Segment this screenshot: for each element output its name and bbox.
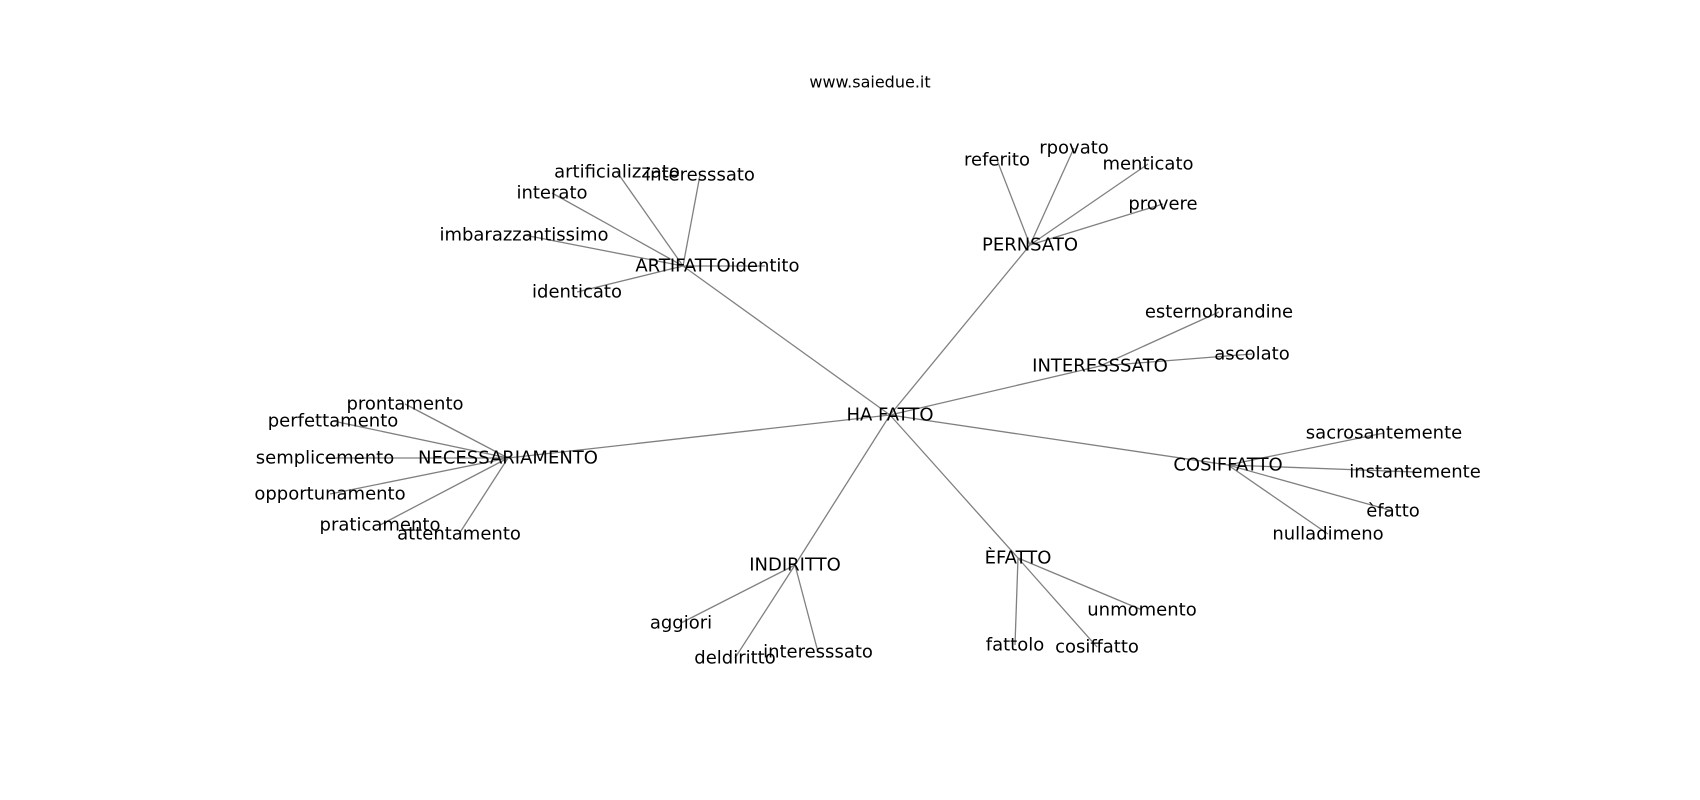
edge-indiritto-to-deldiritto bbox=[734, 564, 796, 659]
edge-interesssato-to-ascolato bbox=[1099, 353, 1253, 367]
edge-artifatto-to-identicato bbox=[576, 265, 684, 293]
edge-artifatto-to-artificializzato bbox=[616, 171, 684, 267]
leaf-node-aggiori: aggiori bbox=[650, 613, 712, 634]
hub-node-efatto: ÈFATTO bbox=[985, 547, 1052, 569]
leaf-node-efatto: èfatto bbox=[1366, 501, 1420, 522]
diagram-title: www.saiedue.it bbox=[809, 73, 930, 92]
edge-artifatto-to-imbarazzantissimo bbox=[523, 234, 684, 267]
edge-efatto-to-unmomento bbox=[1017, 557, 1143, 611]
edge-pernsato-to-provere bbox=[1029, 203, 1164, 246]
edge-pernsato-to-menticato bbox=[1029, 163, 1149, 246]
edge-efatto-to-fattolo bbox=[1014, 557, 1019, 646]
edge-center-to-cosiffatto bbox=[889, 414, 1229, 466]
leaf-node-deldiritto: deldiritto bbox=[694, 648, 775, 669]
leaf-node-identicato: identicato bbox=[532, 282, 622, 303]
hub-node-cosiffatto: COSIFFATTO bbox=[1173, 455, 1282, 476]
edge-center-to-artifatto bbox=[682, 265, 891, 416]
leaf-node-sacrosantemente: sacrosantemente bbox=[1306, 423, 1462, 444]
leaf-node-interesssato: interesssato bbox=[763, 642, 873, 663]
leaf-node-interato: interato bbox=[516, 183, 587, 204]
leaf-node-interesssato: interesssato bbox=[645, 165, 755, 186]
edge-interesssato-to-esternobrandine bbox=[1099, 311, 1220, 367]
leaf-node-referito: referito bbox=[964, 150, 1030, 171]
edge-pernsato-to-referito bbox=[996, 159, 1031, 246]
leaf-node-praticamento: praticamento bbox=[320, 515, 441, 536]
edge-artifatto-to-interato bbox=[551, 192, 684, 267]
leaf-node-unmomento: unmomento bbox=[1087, 600, 1196, 621]
hub-node-interesssato: INTERESSSATO bbox=[1032, 356, 1168, 377]
edge-cosiffatto-to-instantemente bbox=[1227, 464, 1416, 473]
hub-node-pernsato: PERNSATO bbox=[982, 235, 1078, 256]
leaf-node-perfettamento: perfettamento bbox=[268, 411, 399, 432]
leaf-node-instantemente: instantemente bbox=[1349, 462, 1481, 483]
edge-necessariamento-to-prontamento bbox=[404, 403, 509, 459]
hub-node-indiritto: INDIRITTO bbox=[749, 555, 841, 576]
edge-efatto-to-cosiffatto bbox=[1017, 557, 1098, 648]
edge-indiritto-to-interesssato bbox=[794, 564, 819, 653]
leaf-node-opportunamento: opportunamento bbox=[254, 484, 405, 505]
edge-pernsato-to-rpovato bbox=[1029, 147, 1075, 246]
leaf-node-fattolo: fattolo bbox=[986, 635, 1045, 656]
edge-necessariamento-to-attentamento bbox=[458, 457, 509, 535]
leaf-node-esternobrandine: esternobrandine bbox=[1145, 302, 1293, 323]
leaf-node-nulladimeno: nulladimeno bbox=[1272, 524, 1383, 545]
edge-cosiffatto-to-nulladimeno bbox=[1227, 464, 1329, 535]
edge-necessariamento-to-praticamento bbox=[379, 457, 509, 526]
leaf-node-semplicemento: semplicemento bbox=[256, 448, 394, 469]
edge-center-to-pernsato bbox=[889, 244, 1031, 416]
leaf-node-artificializzato: artificializzato bbox=[554, 162, 680, 183]
hub-node-artifatto: ARTIFATTO bbox=[635, 256, 730, 277]
edge-necessariamento-to-opportunamento bbox=[329, 457, 509, 495]
edge-center-to-necessariamento bbox=[507, 414, 891, 459]
edge-artifatto-to-interesssato bbox=[682, 174, 701, 267]
edge-cosiffatto-to-sacrosantemente bbox=[1227, 432, 1385, 466]
leaf-node-attentamento: attentamento bbox=[397, 524, 521, 545]
edge-necessariamento-to-perfettamento bbox=[332, 420, 509, 459]
leaf-node-prontamento: prontamento bbox=[346, 394, 463, 415]
edge-cosiffatto-to-efatto bbox=[1227, 464, 1394, 512]
leaf-node-imbarazzantissimo: imbarazzantissimo bbox=[439, 225, 608, 246]
center-node-label: HA FATTO bbox=[846, 405, 933, 426]
leaf-node-menticato: menticato bbox=[1102, 154, 1193, 175]
leaf-node-rpovato: rpovato bbox=[1039, 138, 1109, 159]
labels-layer: HA FATTOARTIFATTOartificializzatointeres… bbox=[254, 138, 1480, 669]
leaf-node-identito: identito bbox=[730, 256, 799, 277]
edge-indiritto-to-aggiori bbox=[680, 564, 796, 624]
edge-center-to-indiritto bbox=[794, 414, 891, 566]
leaf-node-cosiffatto: cosiffatto bbox=[1055, 637, 1139, 658]
edge-center-to-interesssato bbox=[889, 365, 1101, 416]
edges-layer bbox=[325, 147, 1416, 659]
edge-center-to-efatto bbox=[889, 414, 1019, 559]
leaf-node-ascolato: ascolato bbox=[1214, 344, 1289, 365]
leaf-node-provere: provere bbox=[1128, 194, 1197, 215]
hub-node-necessariamento: NECESSARIAMENTO bbox=[418, 448, 598, 469]
